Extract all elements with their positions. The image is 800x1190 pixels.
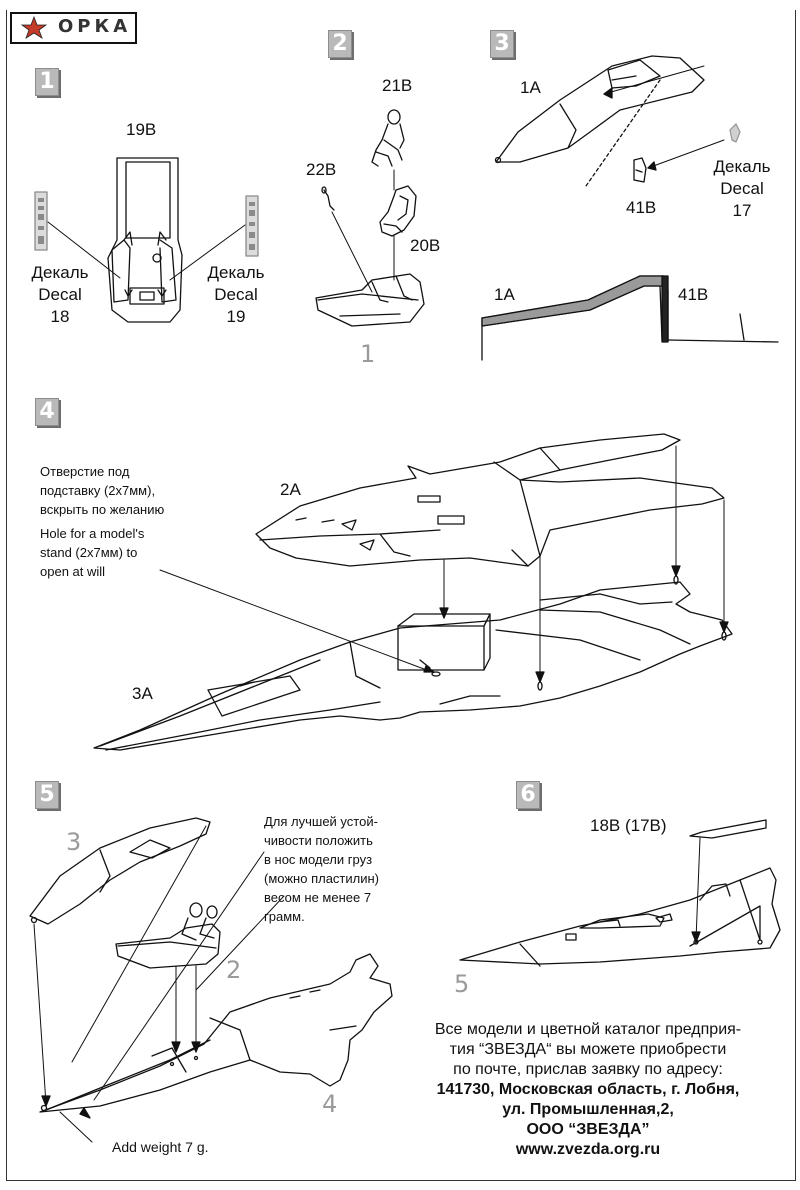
nose-weight-note-en: Add weight 7 g.	[112, 1139, 209, 1155]
decal-label-19-en: Decal	[214, 285, 258, 304]
decal-19-image	[246, 196, 258, 256]
decal-label-18: Декаль Decal 18	[20, 262, 100, 328]
footer-line-2: тия “ЗВЕЗДА“ вы можете приобрести	[449, 1041, 727, 1058]
part-label-1a-bottom: 1A	[494, 285, 515, 304]
canopy-1a	[496, 56, 705, 186]
decal-label-17-num: 17	[732, 201, 752, 220]
footer-address-line-2: ул. Промышленная,2,	[502, 1101, 674, 1118]
decal-label-17-ru: Декаль	[713, 157, 771, 176]
step-badge-4: 4	[35, 398, 59, 426]
ref-label-step5-3: 3	[66, 828, 82, 856]
canopy-assembly-3	[30, 818, 210, 924]
part-label-22b: 22B	[306, 160, 337, 179]
cockpit-tub-19b	[108, 158, 182, 322]
part-label-41b-bottom: 41B	[678, 285, 709, 304]
stand-hole-note-en: Hole for a model's stand (2x7мм) to open…	[40, 526, 145, 579]
part-label-1a-top: 1A	[520, 78, 541, 97]
footer-website-link[interactable]: www.zvezda.org.ru	[515, 1141, 661, 1158]
part-41b-small	[634, 158, 646, 182]
aircraft-side-view-6	[460, 820, 780, 966]
stand-hole-note-ru: Отверстие под подставку (2х7мм), вскрыть…	[40, 464, 165, 517]
decal-18-image	[35, 192, 47, 250]
ejection-seat-20b	[380, 186, 416, 236]
canopy-section-1a	[482, 276, 778, 360]
fuselage-assembly-4	[40, 954, 392, 1112]
pilot-figure-21b	[372, 110, 404, 166]
cockpit-assembly-1	[316, 274, 424, 326]
ref-label-step5-2: 2	[226, 956, 242, 984]
part-label-18b-17b: 18B (17B)	[590, 816, 667, 835]
ref-label-step6-5: 5	[454, 970, 470, 998]
footer-company-name: ООО “ЗВЕЗДА”	[526, 1121, 650, 1138]
header-wordmark: ОРКА	[58, 16, 132, 37]
part-label-20b: 20B	[410, 236, 441, 255]
page-frame	[6, 10, 796, 1181]
upper-fuselage-2a	[256, 434, 724, 566]
part-label-21b: 21B	[382, 76, 413, 95]
decal-label-18-num: 18	[50, 307, 70, 326]
ref-label-step2-1: 1	[360, 340, 376, 368]
decal-label-19-num: 19	[226, 307, 246, 326]
nose-weight-note-ru: Для лучшей устой- чивости положить в нос…	[264, 814, 379, 924]
decal-label-18-ru: Декаль	[31, 263, 89, 282]
part-label-41b-top: 41B	[626, 198, 657, 217]
footer-line-1: Все модели и цветной каталог предприя-	[434, 1021, 742, 1038]
part-label-2a: 2A	[280, 480, 301, 499]
step-badge-3: 3	[490, 30, 514, 58]
stick-22b	[322, 187, 334, 210]
lower-fuselage-3a	[94, 576, 732, 750]
star-logo-icon	[20, 15, 48, 39]
catalog-order-info: Все модели и цветной каталог предприя- т…	[388, 1020, 788, 1160]
part-label-19b: 19B	[126, 120, 157, 139]
footer-address-line-1: 141730, Московская область, г. Лобня,	[436, 1081, 740, 1098]
step-badge-5: 5	[35, 781, 59, 809]
step-badge-2: 2	[328, 30, 352, 58]
decal-label-18-en: Decal	[38, 285, 82, 304]
decal-label-17-en: Decal	[720, 179, 764, 198]
cockpit-assembly-2	[116, 903, 220, 968]
decal-label-19-ru: Декаль	[207, 263, 265, 282]
step-badge-6: 6	[516, 781, 540, 809]
footer-line-3: по почте, прислав заявку по адресу:	[453, 1061, 723, 1078]
decal-label-17: Декаль Decal 17	[702, 156, 782, 222]
decal-label-19: Декаль Decal 19	[196, 262, 276, 328]
decal-17-image	[730, 124, 740, 142]
part-label-3a: 3A	[132, 684, 153, 703]
ref-label-step5-4: 4	[322, 1090, 338, 1118]
step-badge-1: 1	[35, 68, 59, 96]
